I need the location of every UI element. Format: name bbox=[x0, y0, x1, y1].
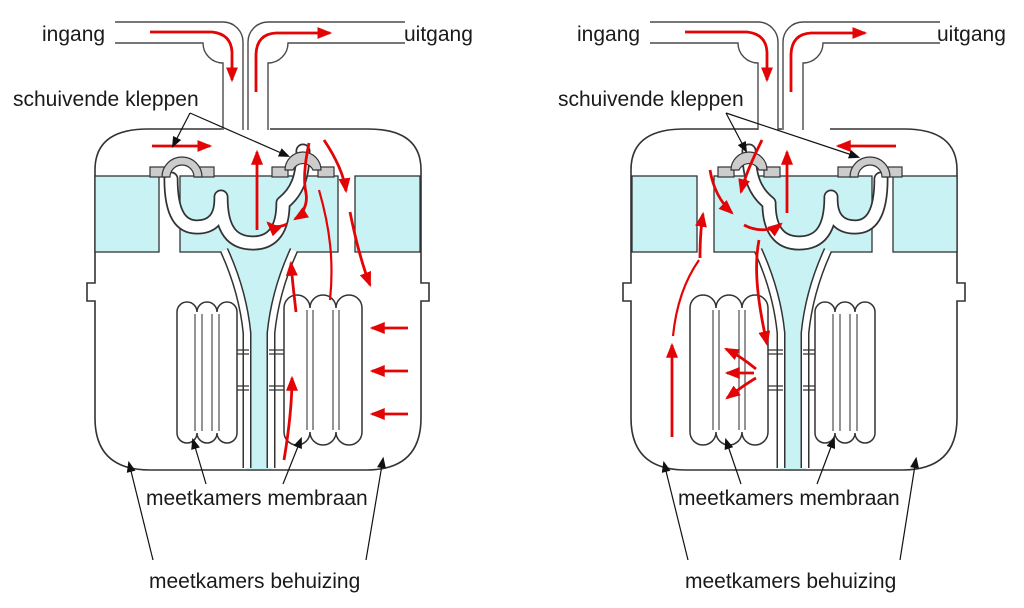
outlet-label: uitgang bbox=[404, 23, 473, 46]
sliding-valves-label: schuivende kleppen bbox=[13, 88, 199, 111]
flow-arrow-tube-up-high bbox=[285, 260, 298, 313]
flow-arrow-fan-3 bbox=[725, 376, 757, 400]
pointer-housing-right bbox=[365, 456, 386, 561]
flow-line-funnel-side bbox=[317, 189, 333, 301]
flow-arrow-into-channel bbox=[322, 139, 351, 194]
flow-arrow-inlet bbox=[150, 30, 238, 83]
flow-arrow-fan-1 bbox=[723, 347, 757, 371]
label-pointers-phase-2 bbox=[661, 112, 920, 561]
diagram-phase-2: ingang uitgang schuivende kleppen meetka… bbox=[558, 21, 1006, 593]
inlet-label: ingang bbox=[42, 23, 105, 46]
pointer-membrane-right bbox=[816, 436, 836, 485]
pointer-valve-right bbox=[189, 112, 291, 157]
pointer-valve-left bbox=[725, 112, 748, 153]
flow-arrow-u-bottom bbox=[743, 222, 783, 237]
pointer-housing-left bbox=[126, 460, 154, 561]
pointer-membrane-left bbox=[191, 437, 207, 485]
meter-mechanism-phase-2 bbox=[623, 129, 965, 470]
flow-arrow-valve-swirl bbox=[293, 142, 311, 221]
inlet-label: ingang bbox=[577, 23, 640, 46]
flow-arrow-tube-down bbox=[755, 239, 771, 347]
flow-arrow-outlet bbox=[254, 27, 333, 92]
measuring-chambers-membrane-label: meetkamers membraan bbox=[146, 487, 368, 510]
inlet-outlet-pipes-phase-1 bbox=[114, 21, 406, 131]
inlet-outlet-pipes-phase-2 bbox=[649, 21, 941, 131]
flow-arrow-tube-up-low bbox=[282, 375, 298, 461]
flow-arrow-channel-up bbox=[694, 211, 707, 259]
flow-arrows-phase-2 bbox=[666, 27, 896, 437]
measuring-chambers-housing-label: meetkamers behuizing bbox=[685, 570, 896, 593]
flow-arrow-channel-down bbox=[348, 211, 372, 288]
measuring-chambers-membrane-label: meetkamers membraan bbox=[678, 487, 900, 510]
flow-arrow-valve-swirl bbox=[708, 169, 734, 215]
outlet-label: uitgang bbox=[937, 23, 1006, 46]
pointer-housing-left bbox=[661, 460, 689, 561]
flow-arrow-inlet-descend bbox=[738, 139, 764, 195]
flow-arrows-phase-1 bbox=[150, 27, 408, 461]
pointer-valve-right bbox=[725, 112, 861, 159]
pointer-membrane-left bbox=[724, 437, 742, 485]
measuring-chambers-housing-label: meetkamers behuizing bbox=[149, 570, 360, 593]
flow-line-outer-chamber-tail bbox=[671, 259, 700, 337]
pointer-valve-left bbox=[171, 112, 191, 149]
pointer-membrane-right bbox=[282, 436, 302, 485]
label-pointers-phase-1 bbox=[126, 112, 386, 561]
flow-arrow-inlet bbox=[685, 30, 773, 83]
flow-arrow-outlet bbox=[789, 27, 868, 92]
pointer-housing-right bbox=[899, 456, 920, 561]
diagram-phase-1: ingang uitgang schuivende kleppen meetka… bbox=[13, 21, 473, 593]
sliding-valves-label: schuivende kleppen bbox=[558, 88, 744, 111]
flow-arrow-u-bottom bbox=[266, 221, 288, 237]
